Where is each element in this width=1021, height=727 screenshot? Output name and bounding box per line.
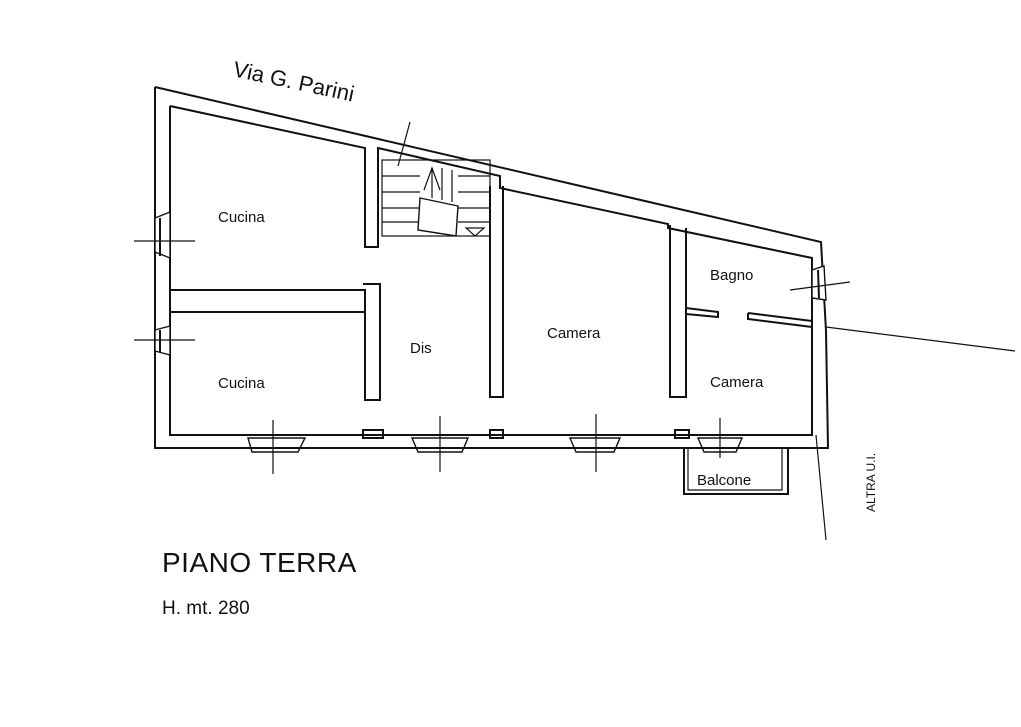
windows bbox=[134, 210, 851, 474]
room-label-bagno: Bagno bbox=[710, 267, 753, 284]
neighbor-label: ALTRA U.I. bbox=[864, 453, 878, 512]
room-label-cucina-bottom: Cucina bbox=[218, 375, 265, 392]
interior-walls bbox=[169, 186, 813, 495]
height-note: H. mt. 280 bbox=[162, 598, 250, 619]
room-label-camera-right: Camera bbox=[710, 374, 764, 391]
floor-title: PIANO TERRA bbox=[162, 547, 357, 578]
room-label-balcone: Balcone bbox=[697, 472, 751, 489]
staircase bbox=[381, 121, 491, 237]
outer-walls bbox=[154, 86, 1016, 541]
room-label-cucina-top: Cucina bbox=[218, 209, 265, 226]
room-label-camera-center: Camera bbox=[547, 325, 601, 342]
room-label-dis: Dis bbox=[410, 340, 432, 357]
street-label: Via G. Parini bbox=[231, 56, 357, 106]
